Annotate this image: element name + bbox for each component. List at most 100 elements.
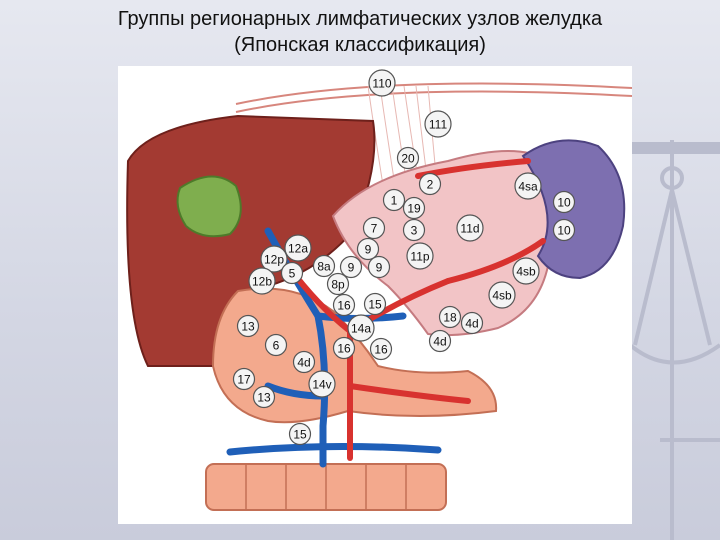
lymph-node-circle xyxy=(347,314,375,342)
lymph-node-label: 12p xyxy=(264,253,284,267)
lymph-node-10: 10 xyxy=(552,218,576,242)
lymph-node-110: 110 xyxy=(368,69,396,97)
lymph-node-label: 14a xyxy=(351,322,371,336)
lymph-node-9: 9 xyxy=(356,237,380,261)
lymph-node-11p: 11p xyxy=(406,242,434,270)
lymph-node-label: 11d xyxy=(460,222,479,236)
lymph-node-label: 8p xyxy=(331,278,345,292)
lymph-node-7: 7 xyxy=(362,216,386,240)
lymph-node-circle xyxy=(396,146,420,170)
lymph-node-16: 16 xyxy=(332,293,356,317)
lymph-node-circle xyxy=(332,293,356,317)
title-line-1: Группы регионарных лимфатических узлов ж… xyxy=(117,8,603,30)
lymph-node-circle xyxy=(284,234,312,262)
lymph-node-16: 16 xyxy=(369,337,393,361)
lymph-node-circle xyxy=(312,254,336,278)
lymph-node-4d: 4d xyxy=(460,311,484,335)
lymph-node-label: 7 xyxy=(371,222,378,236)
lymph-node-1: 1 xyxy=(382,188,406,212)
lymph-node-circle xyxy=(424,110,452,138)
lymph-node-label: 14v xyxy=(312,378,331,392)
lymph-node-circle xyxy=(418,172,442,196)
lymph-node-4sb: 4sb xyxy=(488,281,516,309)
lymph-node-label: 4sb xyxy=(492,289,512,303)
colon-segments xyxy=(245,464,407,510)
lymph-node-111: 111 xyxy=(424,110,452,138)
lymph-node-label: 1 xyxy=(391,194,398,208)
lymph-node-19: 19 xyxy=(402,196,426,220)
lymph-node-20: 20 xyxy=(396,146,420,170)
lymph-node-4d: 4d xyxy=(428,329,452,353)
lymph-node-circle xyxy=(367,255,391,279)
lymph-node-label: 10 xyxy=(557,224,571,238)
lymph-node-label: 16 xyxy=(337,342,351,356)
lymph-node-label: 18 xyxy=(443,311,457,325)
diaphragm-line xyxy=(235,82,632,105)
lymph-node-label: 13 xyxy=(257,391,271,405)
lymph-node-9: 9 xyxy=(339,255,363,279)
lymph-node-label: 110 xyxy=(372,77,391,91)
lymph-node-circle xyxy=(288,422,312,446)
lymph-node-circle xyxy=(326,272,350,296)
lymph-node-circle xyxy=(438,305,462,329)
lymph-node-label: 5 xyxy=(289,267,296,281)
lymph-node-label: 9 xyxy=(376,261,383,275)
spleen xyxy=(521,139,626,280)
lymph-node-circle xyxy=(280,261,304,285)
lymph-node-5: 5 xyxy=(280,261,304,285)
lymph-node-label: 2 xyxy=(427,178,434,192)
lymph-node-circle xyxy=(363,292,387,316)
slide-title: Группы регионарных лимфатических узлов ж… xyxy=(0,6,720,58)
lymph-node-circle xyxy=(406,242,434,270)
diaphragm-line xyxy=(235,90,632,113)
lymph-node-label: 9 xyxy=(348,261,355,275)
lymph-node-label: 19 xyxy=(407,202,421,216)
lymph-node-8p: 8p xyxy=(326,272,350,296)
lymph-node-4sa: 4sa xyxy=(514,172,542,200)
title-line-2: (Японская классификация) xyxy=(234,34,486,56)
lymph-node-circle xyxy=(512,257,540,285)
lymph-node-14a: 14a xyxy=(347,314,375,342)
lymph-node-circle xyxy=(428,329,452,353)
lymph-node-2: 2 xyxy=(418,172,442,196)
lymph-node-circle xyxy=(362,216,386,240)
scales-watermark-icon xyxy=(625,140,720,540)
lymph-node-12b: 12b xyxy=(248,267,276,295)
lymph-node-circle xyxy=(552,218,576,242)
lymph-node-4sb: 4sb xyxy=(512,257,540,285)
lymph-node-label: 3 xyxy=(411,224,418,238)
gallbladder xyxy=(176,175,242,238)
lymph-node-16: 16 xyxy=(332,336,356,360)
lymph-node-circle xyxy=(402,196,426,220)
lymph-node-circle xyxy=(488,281,516,309)
lymph-node-3: 3 xyxy=(402,218,426,242)
lymph-node-circle xyxy=(514,172,542,200)
lymph-node-18: 18 xyxy=(438,305,462,329)
lymph-node-label: 111 xyxy=(429,118,448,132)
lymph-node-11d: 11d xyxy=(456,214,484,242)
lymph-node-circle xyxy=(248,267,276,295)
lymph-node-12p: 12p xyxy=(260,245,288,273)
lymph-node-circle xyxy=(552,190,576,214)
lymph-node-label: 13 xyxy=(241,320,255,334)
lymph-node-9: 9 xyxy=(367,255,391,279)
lymph-node-circle xyxy=(382,188,406,212)
lymph-node-label: 17 xyxy=(237,373,251,387)
lymph-node-circle xyxy=(369,337,393,361)
lymph-node-circle xyxy=(368,69,396,97)
lymph-node-circle xyxy=(332,336,356,360)
lymph-node-6: 6 xyxy=(264,333,288,357)
lymph-node-circle xyxy=(339,255,363,279)
lymph-node-circle xyxy=(460,311,484,335)
lymph-node-circle xyxy=(456,214,484,242)
lymph-node-13: 13 xyxy=(252,385,276,409)
lymph-node-circle xyxy=(232,367,256,391)
lymph-node-circle xyxy=(260,245,288,273)
lymph-node-10: 10 xyxy=(552,190,576,214)
lymph-node-circle xyxy=(236,314,260,338)
lymph-node-label: 12a xyxy=(288,242,308,256)
lymph-node-label: 12b xyxy=(252,275,272,289)
lymph-node-label: 15 xyxy=(368,298,382,312)
lymph-node-circle xyxy=(356,237,380,261)
